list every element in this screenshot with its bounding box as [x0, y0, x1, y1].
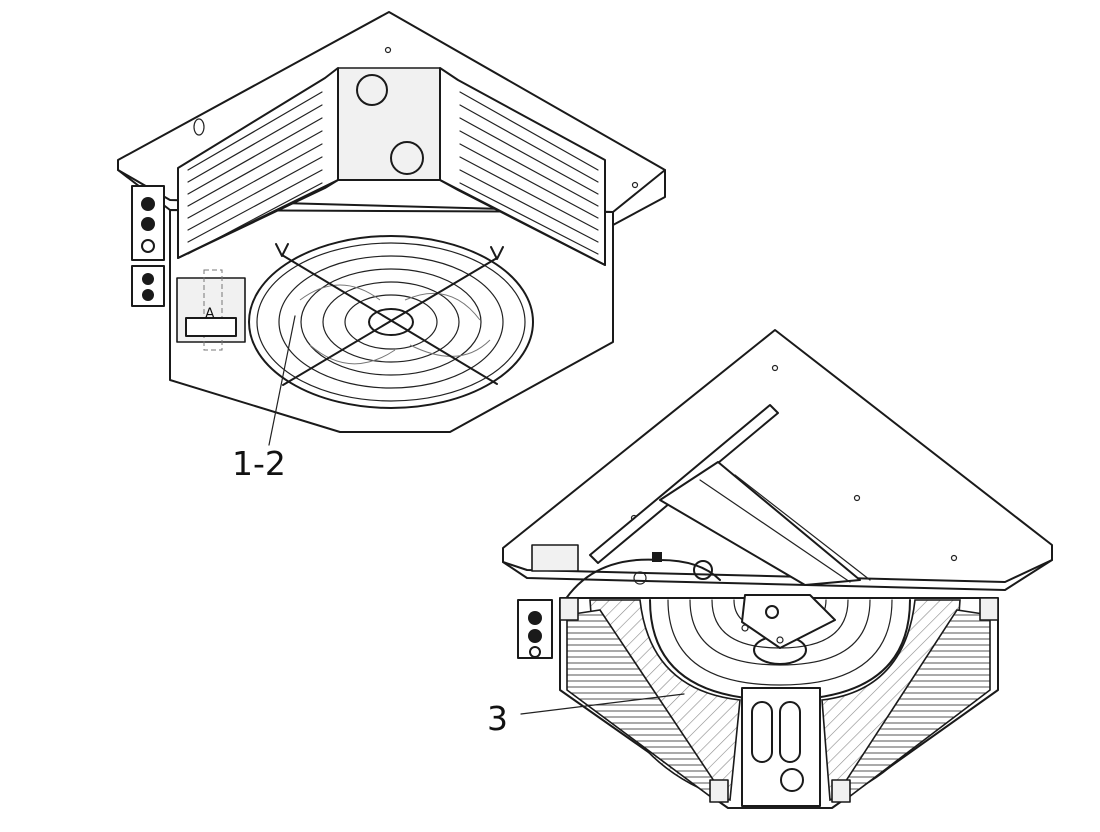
- svg-text:A: A: [205, 306, 215, 322]
- leader-line-1-2: [268, 315, 296, 446]
- left-louvre-slats: [187, 91, 323, 255]
- assembled-heater-unit: A: [117, 11, 666, 446]
- fan-guard: [248, 235, 534, 409]
- junction-box: [337, 67, 441, 181]
- callout-label-1-2: 1-2: [232, 444, 286, 483]
- callout-label-3: 3: [487, 699, 508, 738]
- leader-line-3: [520, 693, 685, 715]
- cover-switch-box: [531, 544, 579, 572]
- power-cable: [559, 558, 721, 609]
- right-louvre-slats: [459, 91, 599, 255]
- opened-heater-unit: [502, 329, 1053, 809]
